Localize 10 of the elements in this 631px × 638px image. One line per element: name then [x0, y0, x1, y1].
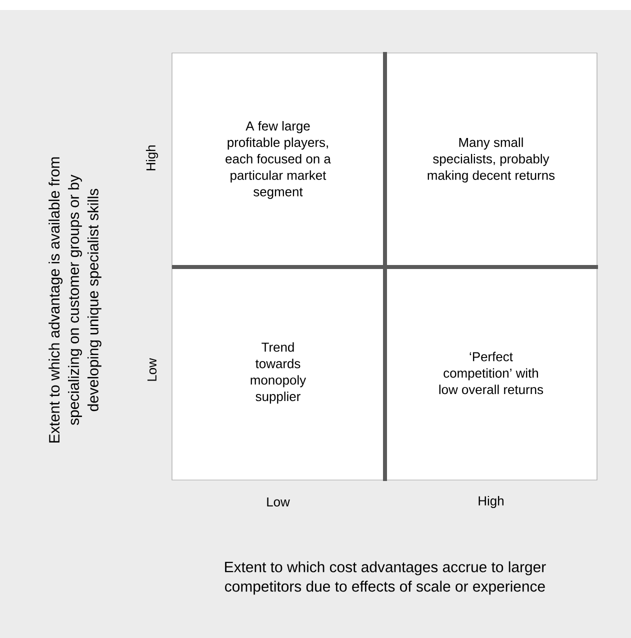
quadrant-box: A few large profitable players, each focused on a particular market segment [172, 52, 384, 268]
axis-title: Extent to which cost advantages accrue to larger competitors due to effects of scale or experience [225, 561, 546, 595]
quadrant-box: Trend towards monopoly supplier [172, 266, 384, 480]
axis-tick-label: High [478, 496, 504, 508]
axis-tick-label: High [146, 146, 158, 170]
quadrant-box: Many small specialists, probably making decent returns [384, 52, 598, 268]
axis-tick-label: Low [267, 497, 290, 506]
quadrant-box: ‘Perfect competition’ with low overall returns [384, 266, 598, 480]
axis-tick-label: Low [147, 358, 157, 381]
axis-title: Extent to which advantage is available from specializing on customer groups or by developing unique specialist skills [48, 157, 102, 442]
